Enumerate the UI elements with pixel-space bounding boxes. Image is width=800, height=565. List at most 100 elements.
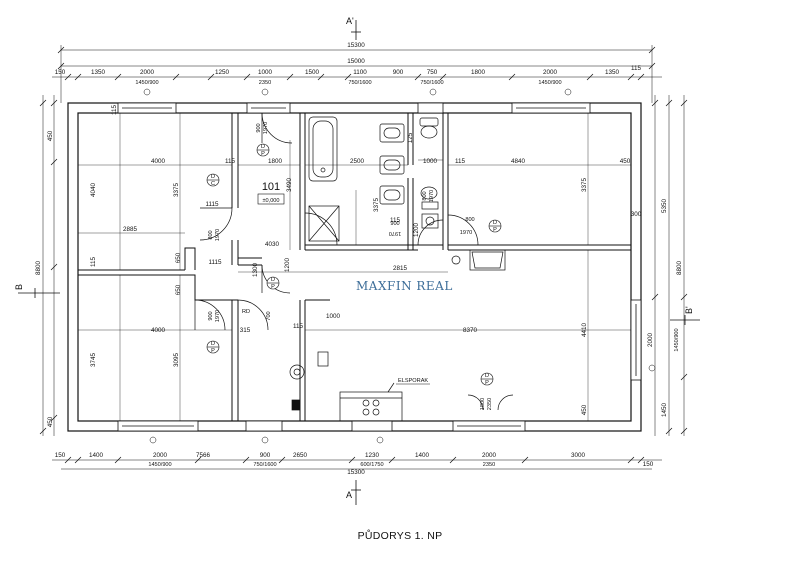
section-a-prime-top: A' (346, 16, 354, 26)
detector-dp-2: D P (266, 276, 280, 290)
dim-top-1: 150 (55, 69, 66, 76)
idim-21: 2815 (393, 265, 408, 272)
window-markers (143, 88, 656, 444)
rd-label: RD (242, 309, 250, 315)
idim-39: 900 (208, 311, 214, 320)
idim-48: 1970 (389, 230, 401, 236)
detector-dc-bottom: C (211, 181, 215, 187)
drawing-caption: PŮDORYS 1. NP (357, 530, 443, 542)
dim-bottom-9: 2000 (482, 452, 497, 459)
detector-dp-1-top: D (261, 144, 265, 150)
idim-16: 1970 (215, 229, 221, 241)
dim-left-5: 3745 (90, 353, 97, 368)
idim-49: 900 (390, 221, 399, 227)
idim-9: 115 (455, 158, 466, 165)
detector-dp-3-bottom: P (211, 348, 215, 354)
idim-1: 4000 (151, 158, 166, 165)
dim-top-6: 1500 (305, 69, 320, 76)
idim-14: 1115 (205, 201, 219, 208)
idim-36: 700 (266, 311, 272, 320)
dim-bottom-10: 3000 (571, 452, 586, 459)
room-number: 101 (262, 181, 280, 193)
idim-42: 1970 (429, 190, 435, 202)
dim-bottom-window-4: 2350 (483, 462, 495, 468)
dim-top-12: 1350 (605, 69, 620, 76)
dimension-chains (42, 45, 685, 470)
detector-dp-3-top: D (211, 341, 215, 347)
dim-bottom-window-2: 750/1600 (253, 462, 276, 468)
dim-top-window-5: 1450/900 (538, 80, 561, 86)
dim-bottom-6: 2650 (293, 452, 308, 459)
room-level: ±0,000 (262, 198, 279, 204)
dim-right-5: 1450 (661, 403, 668, 418)
windows (117, 102, 642, 432)
dim-bottom-2: 1400 (89, 452, 104, 459)
detector-dc: D C (206, 173, 220, 187)
dim-bottom-11: 150 (643, 461, 654, 468)
idim-32: 2350 (487, 398, 493, 410)
sanitary-fixtures (308, 116, 439, 242)
dim-bottom-window-3: 600/1750 (360, 462, 383, 468)
idim-4: 1800 (268, 158, 283, 165)
idim-24: 3095 (173, 353, 180, 368)
idim-44: 125 (407, 132, 414, 143)
idim-29: 4410 (581, 323, 588, 338)
interior-walls (78, 113, 631, 421)
detector-dp-1-bottom: P (261, 151, 265, 157)
idim-5: 3490 (286, 178, 293, 193)
dim-top-10: 1800 (471, 69, 486, 76)
dim-top-11: 2000 (543, 69, 558, 76)
door-swings (194, 112, 514, 411)
dim-top-3: 2000 (140, 69, 155, 76)
idim-10: 4840 (511, 158, 526, 165)
idim-28: 8370 (463, 327, 478, 334)
detector-dp-4-top: D (493, 220, 497, 226)
dim-right-4: 1450/900 (674, 328, 680, 351)
detector-dp-5-top: D (485, 373, 489, 379)
dim-bottom-7: 1230 (365, 452, 380, 459)
idim-30: 450 (581, 404, 588, 415)
idim-12: 450 (620, 158, 631, 165)
dim-bottom-4: 7566 (196, 452, 211, 459)
dim-left-3: 4040 (90, 183, 97, 198)
dim-bottom-8: 1400 (415, 452, 430, 459)
interior-dimensions: 4000 3375 115 1800 3490 2500 3375 1000 1… (111, 104, 642, 415)
idim-33: 800 (465, 217, 474, 223)
idim-15: 800 (208, 230, 214, 239)
idim-35: 1200 (413, 223, 420, 238)
dimension-ticks (39, 46, 688, 464)
idim-6: 2500 (350, 158, 365, 165)
idim-22: 650 (175, 252, 182, 263)
idim-13: 2885 (123, 226, 138, 233)
detector-dp-5: D P (480, 372, 494, 386)
idim-23: 4000 (151, 327, 166, 334)
dim-top-4: 1250 (215, 69, 230, 76)
room-dimension-lines (78, 113, 631, 421)
dim-top-8: 900 (393, 69, 404, 76)
detector-dp-2-bottom: P (271, 284, 275, 290)
dim-left-4: 115 (90, 256, 97, 267)
idim-31: 1800 (480, 398, 486, 410)
idim-18: 1115 (208, 259, 222, 266)
dim-top-overall-2: 15000 (347, 58, 365, 65)
dim-right-2: 8800 (676, 261, 683, 276)
detector-dp-4-bottom: P (493, 227, 497, 233)
dim-top-2: 1350 (91, 69, 106, 76)
dim-right-3: 2000 (647, 333, 654, 348)
idim-43: 115 (390, 217, 401, 224)
idim-38: 1970 (263, 122, 269, 134)
detector-dp-2-top: D (271, 277, 275, 283)
room-level-box (257, 193, 285, 205)
kitchen (289, 249, 506, 422)
dim-top-windows: 1450/900 2350 750/1600 750/1600 1450/900 (135, 80, 561, 86)
idim-7: 3375 (373, 198, 380, 213)
dim-left-overall: 8800 (35, 261, 42, 276)
section-b-left: B (14, 284, 24, 290)
dim-bottom-5: 900 (260, 452, 271, 459)
idim-26: 1000 (326, 313, 341, 320)
dim-top-5: 1000 (258, 69, 273, 76)
dim-bottom-windows: 1450/900 750/1600 600/1750 2350 (148, 462, 495, 468)
idim-45: 300 (631, 211, 642, 218)
dim-top-window-3: 750/1600 (348, 80, 371, 86)
